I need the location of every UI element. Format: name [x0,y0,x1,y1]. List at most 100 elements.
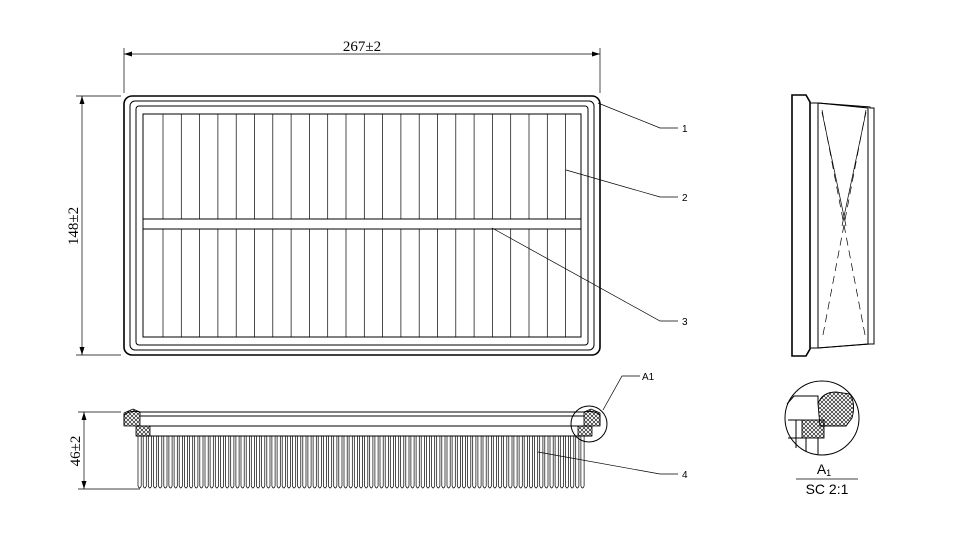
pleat-loop [389,436,394,489]
pleat-loop [297,436,302,489]
pleat-loop [431,436,436,489]
pleat-loop [374,436,379,489]
pleat-loop [142,436,147,489]
callout-1-text: 1 [682,124,688,135]
media-area [142,113,582,338]
pleat-loop [534,436,539,489]
pleat-loop [338,436,343,489]
pleat-loop [498,436,503,489]
seal-right [583,408,601,427]
pleat-loop [565,436,569,489]
frame-outer [123,95,601,356]
frame-right [577,425,593,437]
pleat-loop [173,436,178,489]
pleat-loop [199,436,204,489]
pleat-loop [544,436,549,489]
pleat-loop [523,436,528,489]
pleat-loop [513,436,518,489]
pleat-loop [240,436,245,489]
pleat-loop [312,436,317,489]
pleat-loop [250,436,255,489]
pleat-loop [451,436,456,489]
pleat-loop [163,436,168,489]
pleat-loop [441,436,446,489]
pleat-loop [456,436,461,489]
pleat-loop [235,436,240,489]
pleat-loop [225,436,230,489]
pleat-loop [307,436,312,489]
pleat-loop [436,436,441,489]
pleat-loop [369,436,374,489]
pleat-loop [400,436,405,489]
pleat-loop [158,436,163,489]
callout-2-text: 2 [682,193,688,204]
pleat-loop [220,436,224,489]
pleat-loop [333,436,338,489]
side-view [791,94,875,357]
pleat-loop [184,436,188,489]
pleat-loop [410,436,415,489]
pleat-loop [209,436,214,489]
pleat-loop [487,436,492,489]
pleat-loop [168,436,173,489]
callout-a1-text: A1 [642,372,655,383]
support-bar [142,218,582,230]
pleat-loop [256,436,261,489]
pleat-loop [415,436,420,489]
pleat-loop [189,436,194,489]
length-dimension-text: 148±2 [66,207,82,245]
pleat-loop [539,436,544,489]
detail-label: A1 [817,461,831,478]
pleat-loop [554,436,559,489]
gasket-top-line [123,410,601,425]
pleat-loop [147,436,152,489]
callout-1: 1 [597,102,688,135]
callout-4: 4 [537,451,688,481]
pleat-loop [194,436,199,489]
front-view [123,405,608,489]
callout-a1: A1 [602,372,655,411]
pleat-loop [364,436,369,489]
pleat-loop [492,436,497,489]
pleat-loop [420,436,425,489]
frame-inner-2 [135,105,589,346]
pleat-loop [178,436,183,489]
pleat-loop [503,436,508,489]
pleat-loops [137,436,585,489]
height-dimension-text: 46±2 [68,436,84,467]
detail-gasket [817,391,855,427]
pleat-loop [426,436,430,489]
pleat-loop [405,436,410,489]
detail-circle [570,405,608,443]
pleat-loop [379,436,384,489]
pleat-loop [446,436,451,489]
pleat-loop [353,436,358,489]
pleat-loop [245,436,250,489]
pleat-loop [214,436,219,489]
pleat-loop [271,436,276,489]
pleat-loop [230,436,235,489]
pleat-loop [153,436,158,489]
callout-4-text: 4 [682,470,688,481]
callout-3-text: 3 [682,317,688,328]
pleat-loop [266,436,271,489]
pleat-loop [482,436,487,489]
detail-scale: SC 2:1 [806,481,849,497]
callout-2: 2 [565,169,688,204]
callout-3: 3 [491,227,688,328]
detail-a1: A1 SC 2:1 [784,380,860,497]
pleat-loop [575,436,580,489]
pleat-loop [302,436,307,489]
pleat-loop [204,436,209,489]
pleat-loop [286,436,291,489]
pleat-loop [462,436,466,489]
width-dimension-text: 267±2 [343,39,381,55]
pleat-loop [395,436,400,489]
pleat-loop [580,436,585,489]
pleat-loop [477,436,482,489]
pleat-loop [472,436,477,489]
pleat-loop [348,436,353,489]
pleat-loop [529,436,533,489]
pleat-loop [281,436,286,489]
